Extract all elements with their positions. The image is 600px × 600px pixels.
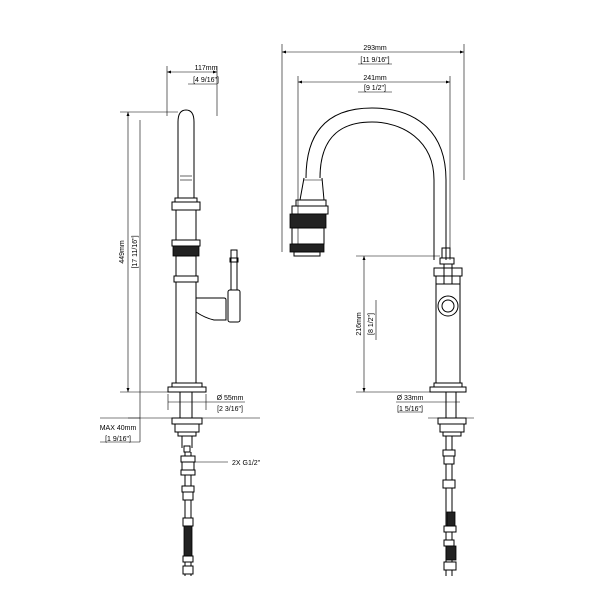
front-height-mm: 216mm — [356, 312, 363, 336]
front-height-dimension: 216mm [8 1/2"] — [356, 255, 440, 393]
side-hoses: 2X G1/2" — [180, 452, 261, 576]
side-height-dimension: 449mm [17 11/16"] — [119, 111, 178, 393]
front-reach-in: [11 9/16"] — [360, 57, 389, 64]
side-connection-label: 2X G1/2" — [232, 460, 261, 467]
front-height-in: [8 1/2"] — [368, 313, 375, 335]
side-max-dimension: MAX 40mm [1 9/16"] — [100, 392, 141, 443]
front-reach-mm: 293mm — [363, 45, 387, 52]
side-width-mm: 117mm — [195, 65, 218, 72]
front-hole-dia-in: [1 5/16"] — [397, 406, 423, 413]
side-faucet-body — [167, 109, 241, 393]
side-base-dia-in: [2 3/16"] — [217, 406, 243, 413]
front-view: 293mm [11 9/16"] 241mm [9 1/2"] — [281, 44, 474, 576]
side-base-dia-mm: Ø 55mm — [217, 395, 244, 402]
side-base-dimension: Ø 55mm [2 3/16"] — [167, 394, 245, 413]
front-spout-in: [9 1/2"] — [364, 85, 386, 92]
side-max-mm: MAX 40mm — [100, 425, 137, 432]
front-hole-dia-mm: Ø 33mm — [397, 395, 424, 402]
front-spout-dimension: 241mm [9 1/2"] — [297, 75, 451, 260]
side-max-in: [1 9/16"] — [105, 436, 131, 443]
side-mounting-hardware — [128, 391, 260, 453]
front-spout-mm: 241mm — [363, 75, 387, 82]
side-height-mm: 449mm — [119, 240, 126, 264]
front-reach-dimension: 293mm [11 9/16"] — [281, 44, 465, 252]
front-faucet-body — [429, 247, 467, 393]
side-view: 117mm [4 9/16"] 449mm [17 11/16"] — [100, 65, 261, 576]
front-gooseneck-spout — [289, 107, 447, 260]
side-width-in: [4 9/16"] — [193, 77, 219, 84]
side-height-in: [17 11/16"] — [132, 235, 139, 268]
front-hole-dimension: Ø 33mm [1 5/16"] — [396, 395, 460, 413]
front-mounting-hardware — [428, 391, 474, 576]
side-width-dimension: 117mm [4 9/16"] — [166, 65, 219, 116]
